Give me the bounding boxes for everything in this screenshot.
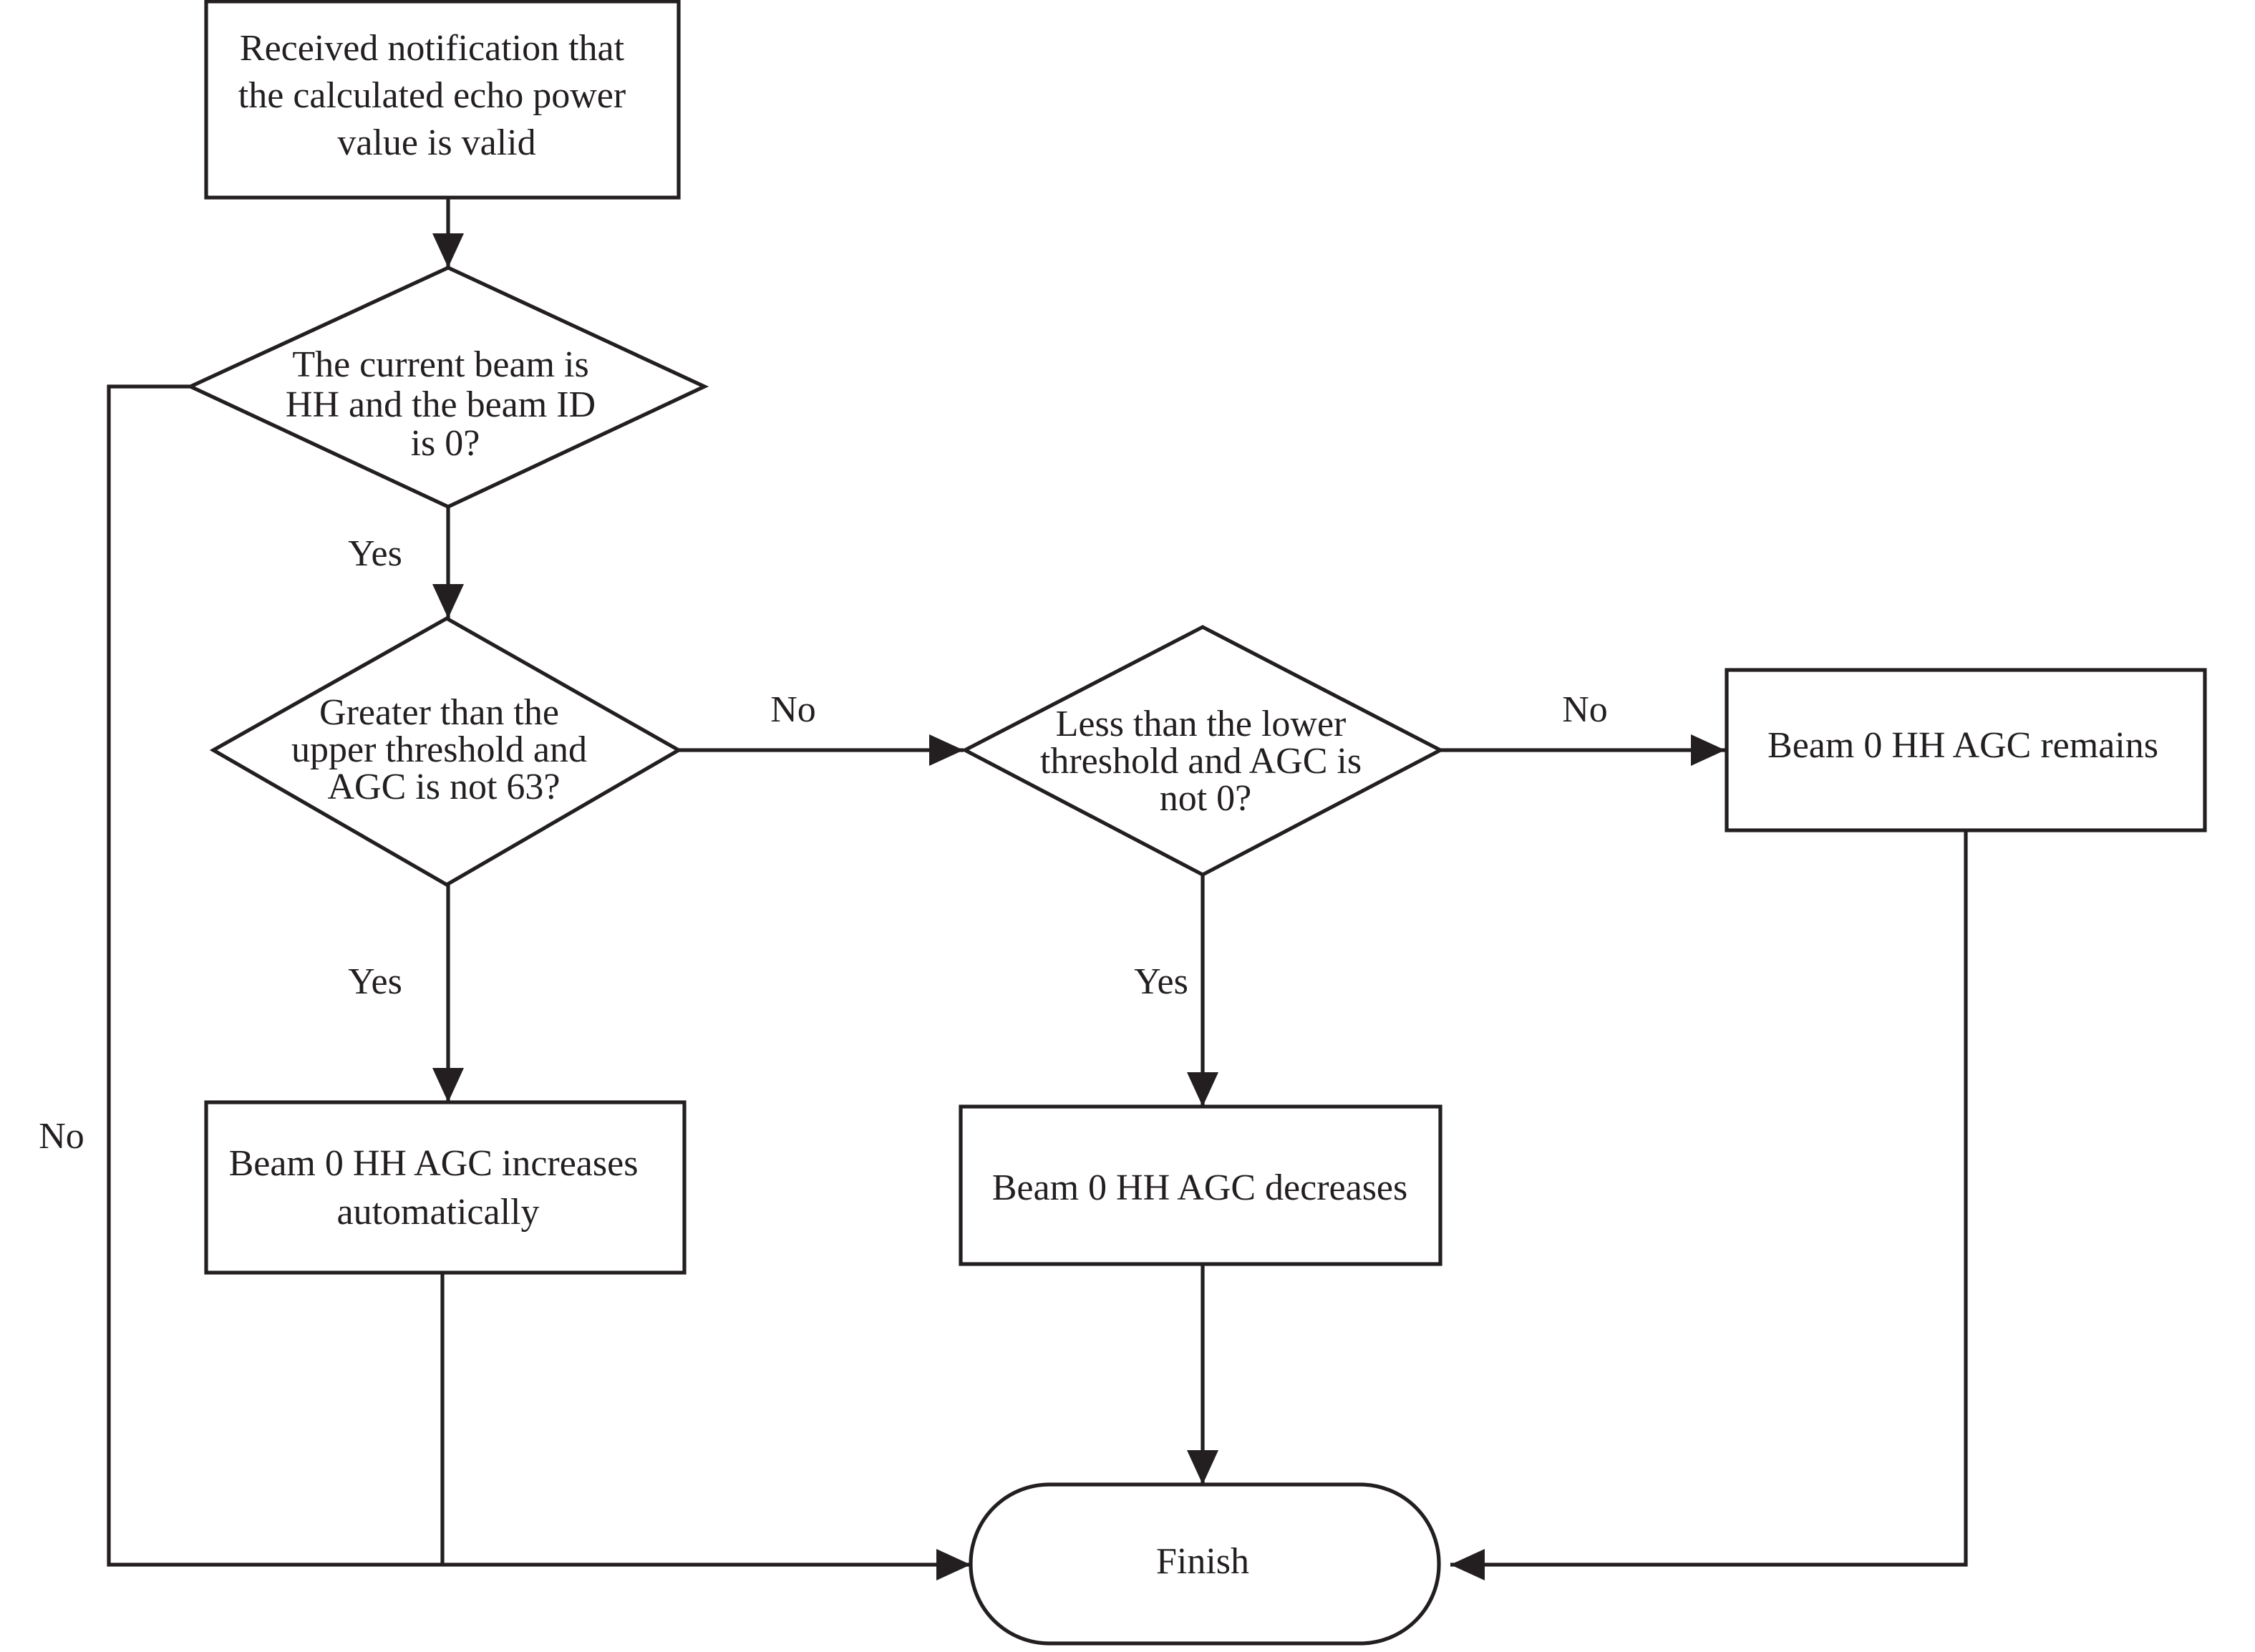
decision-beam-line-3: is 0?	[411, 423, 480, 464]
edge-label-upper-yes: Yes	[348, 961, 402, 1002]
decision-beam-node: The current beam is HH and the beam ID i…	[185, 266, 709, 509]
finish-terminator	[969, 1482, 1441, 1646]
decision-upper-line-3: AGC is not 63?	[328, 767, 561, 807]
increases-line-2: automatically	[336, 1192, 539, 1233]
decreases-node: Beam 0 HH AGC decreases	[959, 1104, 1442, 1266]
remains-box	[1725, 668, 2207, 832]
edge-remains-to-finish	[1450, 830, 1968, 1580]
decision-upper-diamond	[209, 616, 683, 888]
finish-label: Finish	[1156, 1541, 1249, 1582]
remains-line-1: Beam 0 HH AGC remains	[1767, 725, 2158, 766]
edge-beam-no	[107, 384, 971, 1580]
finish-node: Finish	[969, 1482, 1441, 1646]
start-box	[204, 0, 681, 200]
decision-lower-label: Less than the lower threshold and AGC is…	[1040, 704, 1371, 819]
nodes: Received notification that the calculate…	[185, 0, 2207, 1646]
connectors	[107, 198, 1968, 1580]
decision-beam-line-1: The current beam is	[292, 344, 588, 385]
increases-node: Beam 0 HH AGC increases automatically	[204, 1100, 687, 1275]
increases-label: Beam 0 HH AGC increases automatically	[229, 1143, 648, 1233]
decision-upper-line-2: upper threshold and	[291, 729, 587, 770]
decision-upper-label: Greater than the upper threshold and AGC…	[291, 692, 596, 807]
edge-label-upper-no: No	[770, 689, 816, 730]
decreases-box	[959, 1104, 1442, 1266]
decision-lower-line-1: Less than the lower	[1056, 704, 1347, 744]
decision-lower-line-2: threshold and AGC is	[1040, 741, 1362, 782]
increases-box	[204, 1100, 687, 1275]
decreases-label: Beam 0 HH AGC decreases	[992, 1167, 1408, 1208]
decreases-line-1: Beam 0 HH AGC decreases	[992, 1167, 1408, 1208]
start-line-2: the calculated echo power	[238, 75, 626, 116]
decision-beam-diamond	[185, 266, 709, 509]
edge-label-beam-no: No	[39, 1116, 84, 1157]
decision-upper-line-1: Greater than the	[319, 692, 559, 733]
edge-label-lower-yes: Yes	[1134, 961, 1188, 1002]
start-line-3: value is valid	[337, 122, 535, 163]
decision-upper-node: Greater than the upper threshold and AGC…	[209, 616, 683, 888]
start-line-1: Received notification that	[240, 28, 625, 69]
edge-label-beam-yes: Yes	[348, 533, 402, 574]
increases-line-1: Beam 0 HH AGC increases	[229, 1143, 639, 1184]
start-label: Received notification that the calculate…	[238, 28, 635, 163]
decision-beam-label: The current beam is HH and the beam ID i…	[286, 344, 605, 464]
remains-node: Beam 0 HH AGC remains	[1725, 668, 2207, 832]
decision-beam-line-2: HH and the beam ID	[286, 384, 596, 425]
decision-lower-diamond	[961, 625, 1445, 877]
edge-labels: Yes No No Yes No Yes	[39, 533, 1608, 1157]
start-node: Received notification that the calculate…	[204, 0, 681, 200]
decision-lower-line-3: not 0?	[1160, 778, 1252, 819]
remains-label: Beam 0 HH AGC remains	[1767, 725, 2158, 766]
decision-lower-node: Less than the lower threshold and AGC is…	[961, 625, 1445, 877]
finish-line-1: Finish	[1156, 1541, 1249, 1582]
edge-label-lower-no: No	[1562, 689, 1608, 730]
